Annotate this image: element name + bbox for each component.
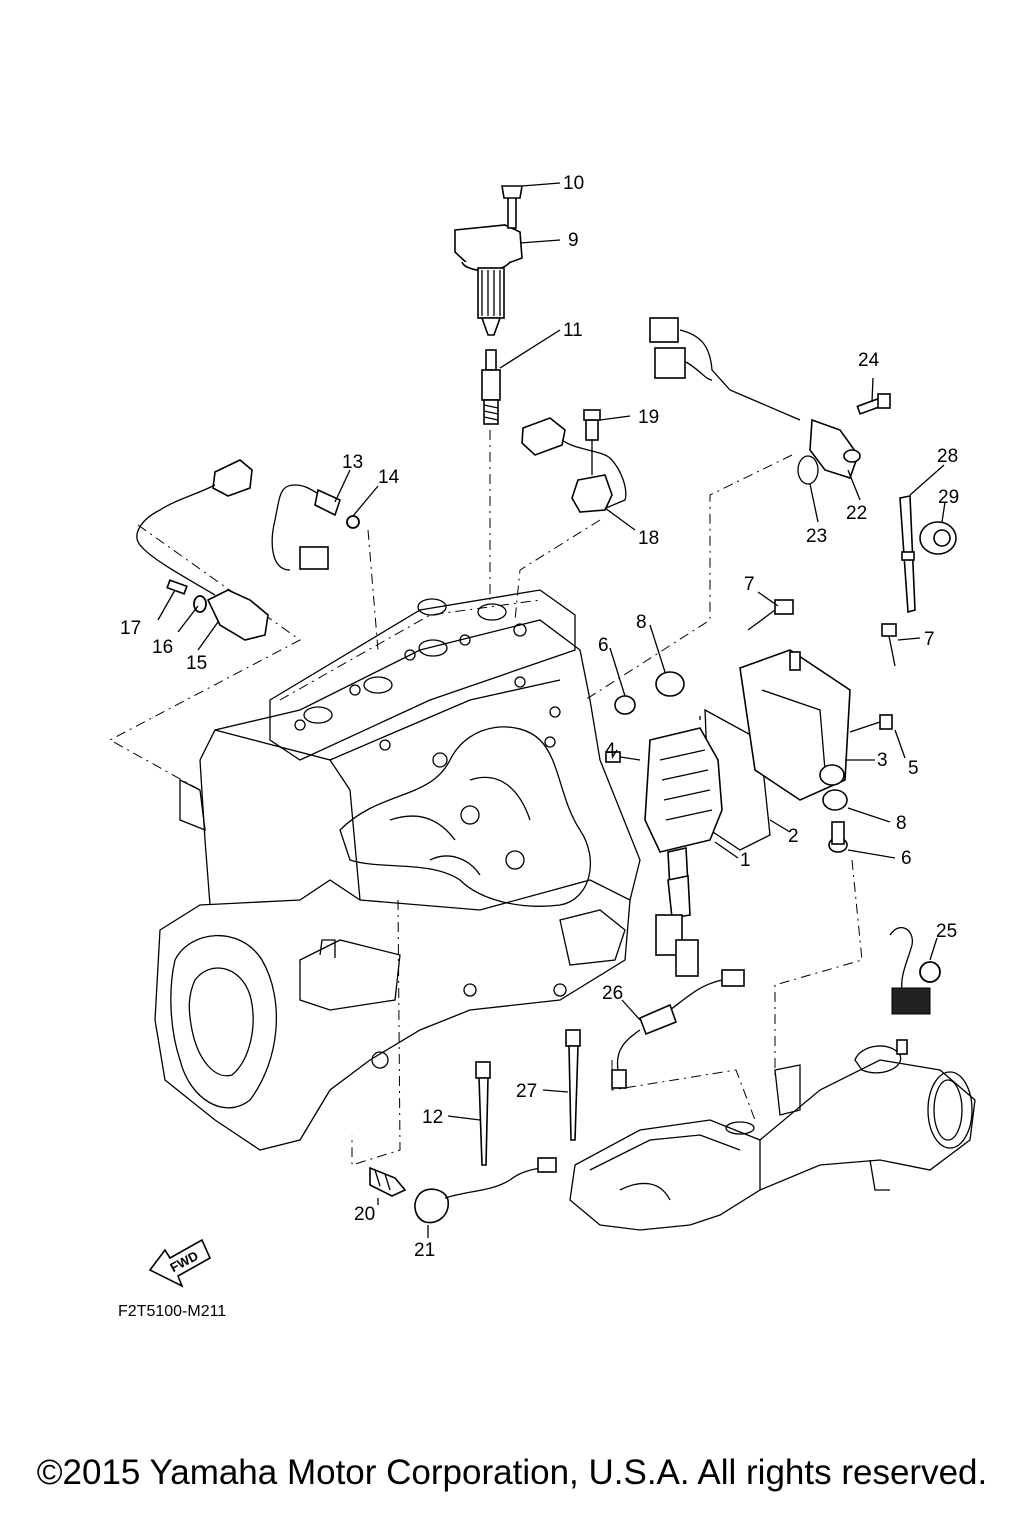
clamp-25 xyxy=(889,926,941,1015)
clamp-28 xyxy=(899,495,916,614)
sensor-21 xyxy=(414,1157,557,1224)
callout-29: 29 xyxy=(938,487,959,508)
callout-9: 9 xyxy=(568,230,579,251)
spark-plug xyxy=(481,349,501,425)
callout-23: 23 xyxy=(806,526,827,547)
callout-4: 4 xyxy=(605,740,616,761)
callout-28: 28 xyxy=(937,446,958,467)
drawing-code: F2T5100-M211 xyxy=(118,1303,226,1320)
callout-24: 24 xyxy=(858,350,880,371)
callout-17: 17 xyxy=(120,618,141,639)
callout-21: 21 xyxy=(414,1240,435,1261)
callout-7b: 7 xyxy=(924,629,935,650)
callout-14: 14 xyxy=(378,467,400,488)
callout-8b: 8 xyxy=(896,813,907,834)
cable-tie-12 xyxy=(475,1061,491,1166)
reference-lines xyxy=(108,430,863,1166)
ecu-assembly xyxy=(605,599,897,977)
sensor-20 xyxy=(369,1166,407,1197)
callout-16: 16 xyxy=(152,637,173,658)
callout-11: 11 xyxy=(563,320,583,341)
sensor-22 xyxy=(649,317,891,485)
grommet-29 xyxy=(919,521,957,555)
sensor-13 xyxy=(271,484,360,571)
callout-27: 27 xyxy=(516,1081,537,1102)
callout-6b: 6 xyxy=(901,848,912,869)
exploded-view-svg: FWD 10 9 xyxy=(108,173,976,1320)
callout-6a: 6 xyxy=(598,635,609,656)
sensor-harness-18 xyxy=(521,409,627,513)
callout-leaders xyxy=(157,182,946,1238)
engine-block xyxy=(154,589,641,1151)
ignition-coil xyxy=(454,185,523,336)
callout-18: 18 xyxy=(638,528,659,549)
callout-10: 10 xyxy=(563,173,584,194)
callout-13: 13 xyxy=(342,452,363,473)
callout-15: 15 xyxy=(186,653,207,674)
callout-12: 12 xyxy=(422,1107,443,1128)
sensor-15 xyxy=(136,459,269,641)
callout-5: 5 xyxy=(908,758,919,779)
callout-25: 25 xyxy=(936,921,957,942)
callout-26: 26 xyxy=(602,983,623,1004)
callout-20: 20 xyxy=(354,1204,375,1225)
callout-numbers: 10 9 11 19 18 13 14 17 16 15 24 22 23 28… xyxy=(120,173,959,1261)
callout-7a: 7 xyxy=(744,574,755,595)
copyright-notice: ©2015 Yamaha Motor Corporation, U.S.A. A… xyxy=(36,1453,988,1492)
fwd-arrow: FWD xyxy=(148,1238,212,1288)
callout-19: 19 xyxy=(638,407,659,428)
cable-tie-27 xyxy=(565,1029,581,1141)
callout-1: 1 xyxy=(740,850,751,871)
callout-2: 2 xyxy=(788,826,799,847)
exhaust-pipe xyxy=(569,1039,976,1231)
callout-3: 3 xyxy=(877,750,888,771)
callout-22: 22 xyxy=(846,503,867,524)
sensor-26 xyxy=(611,969,745,1089)
callout-8a: 8 xyxy=(636,612,647,633)
